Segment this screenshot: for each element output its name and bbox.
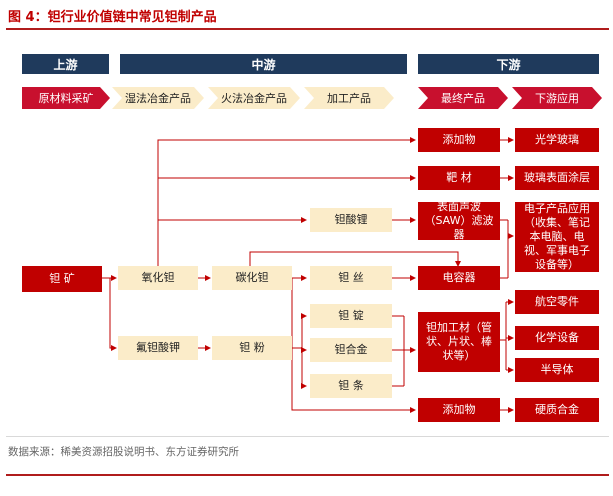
node-target: 靶 材 [418, 166, 500, 190]
node-saw-filter: 表面声波（SAW）滤波器 [418, 200, 500, 241]
node-ta-alloy: 钽合金 [310, 338, 392, 362]
node-k-fluorotantalate: 氟钽酸钾 [118, 336, 198, 360]
title-rule [6, 28, 609, 30]
bottom-rule [6, 436, 609, 437]
footer-rule [6, 474, 609, 476]
stage-raw-mining: 原材料采矿 [22, 87, 110, 109]
node-chemical: 化学设备 [515, 326, 599, 350]
node-aerospace: 航空零件 [515, 290, 599, 314]
node-ta-bar: 钽 条 [310, 374, 392, 398]
node-hard-alloy: 硬质合金 [515, 398, 599, 422]
figure-title: 图 4：钽行业价值链中常见钽制产品 [8, 10, 217, 25]
node-capacitor: 电容器 [418, 266, 500, 290]
stage-processed: 加工产品 [304, 87, 394, 109]
header-midstream: 中游 [120, 54, 407, 74]
node-ta-oxide: 氧化钽 [118, 266, 198, 290]
node-electronics: 电子产品应用（收集、笔记本电脑、电视、军事电子设备等） [515, 202, 599, 272]
node-ta-powder: 钽 粉 [212, 336, 292, 360]
source-note: 数据来源：稀美资源招股说明书、东方证券研究所 [8, 446, 239, 458]
node-glass-coating: 玻璃表面涂层 [515, 166, 599, 190]
node-additive-top: 添加物 [418, 128, 500, 152]
node-ta-processed-material: 钽加工材（管状、片状、棒状等） [418, 312, 500, 372]
node-ta-wire: 钽 丝 [310, 266, 392, 290]
node-lithium-tantalate: 钽酸锂 [310, 208, 392, 232]
stage-fire-metallurgy: 火法冶金产品 [208, 87, 300, 109]
node-ta-ore: 钽 矿 [22, 266, 102, 292]
node-semiconductor: 半导体 [515, 358, 599, 382]
stage-wet-metallurgy: 湿法冶金产品 [112, 87, 204, 109]
stage-final: 最终产品 [418, 87, 508, 109]
node-optical-glass: 光学玻璃 [515, 128, 599, 152]
header-upstream: 上游 [22, 54, 109, 74]
node-additive-bottom: 添加物 [418, 398, 500, 422]
header-downstream: 下游 [418, 54, 599, 74]
stage-downstream-app: 下游应用 [512, 87, 602, 109]
node-ta-carbide: 碳化钽 [212, 266, 292, 290]
node-ta-ingot: 钽 锭 [310, 304, 392, 328]
